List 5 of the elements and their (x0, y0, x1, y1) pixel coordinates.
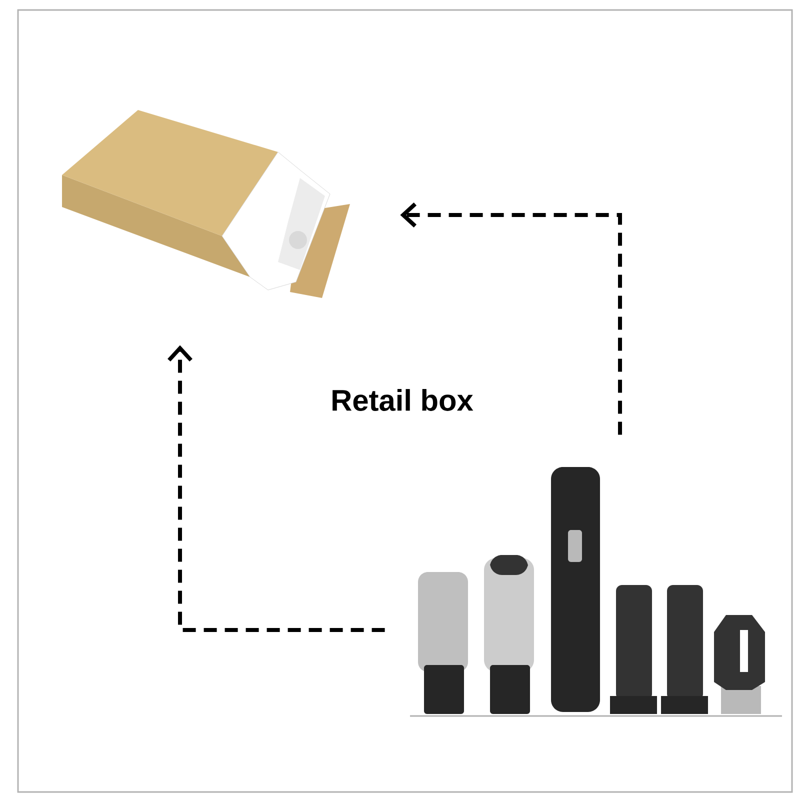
box-drawing (62, 110, 350, 298)
dashed-arrow (168, 345, 385, 632)
caption-text: Retail box (332, 389, 474, 411)
hair-tool-set-drawing (410, 467, 782, 717)
dashed-arrow (400, 202, 622, 435)
